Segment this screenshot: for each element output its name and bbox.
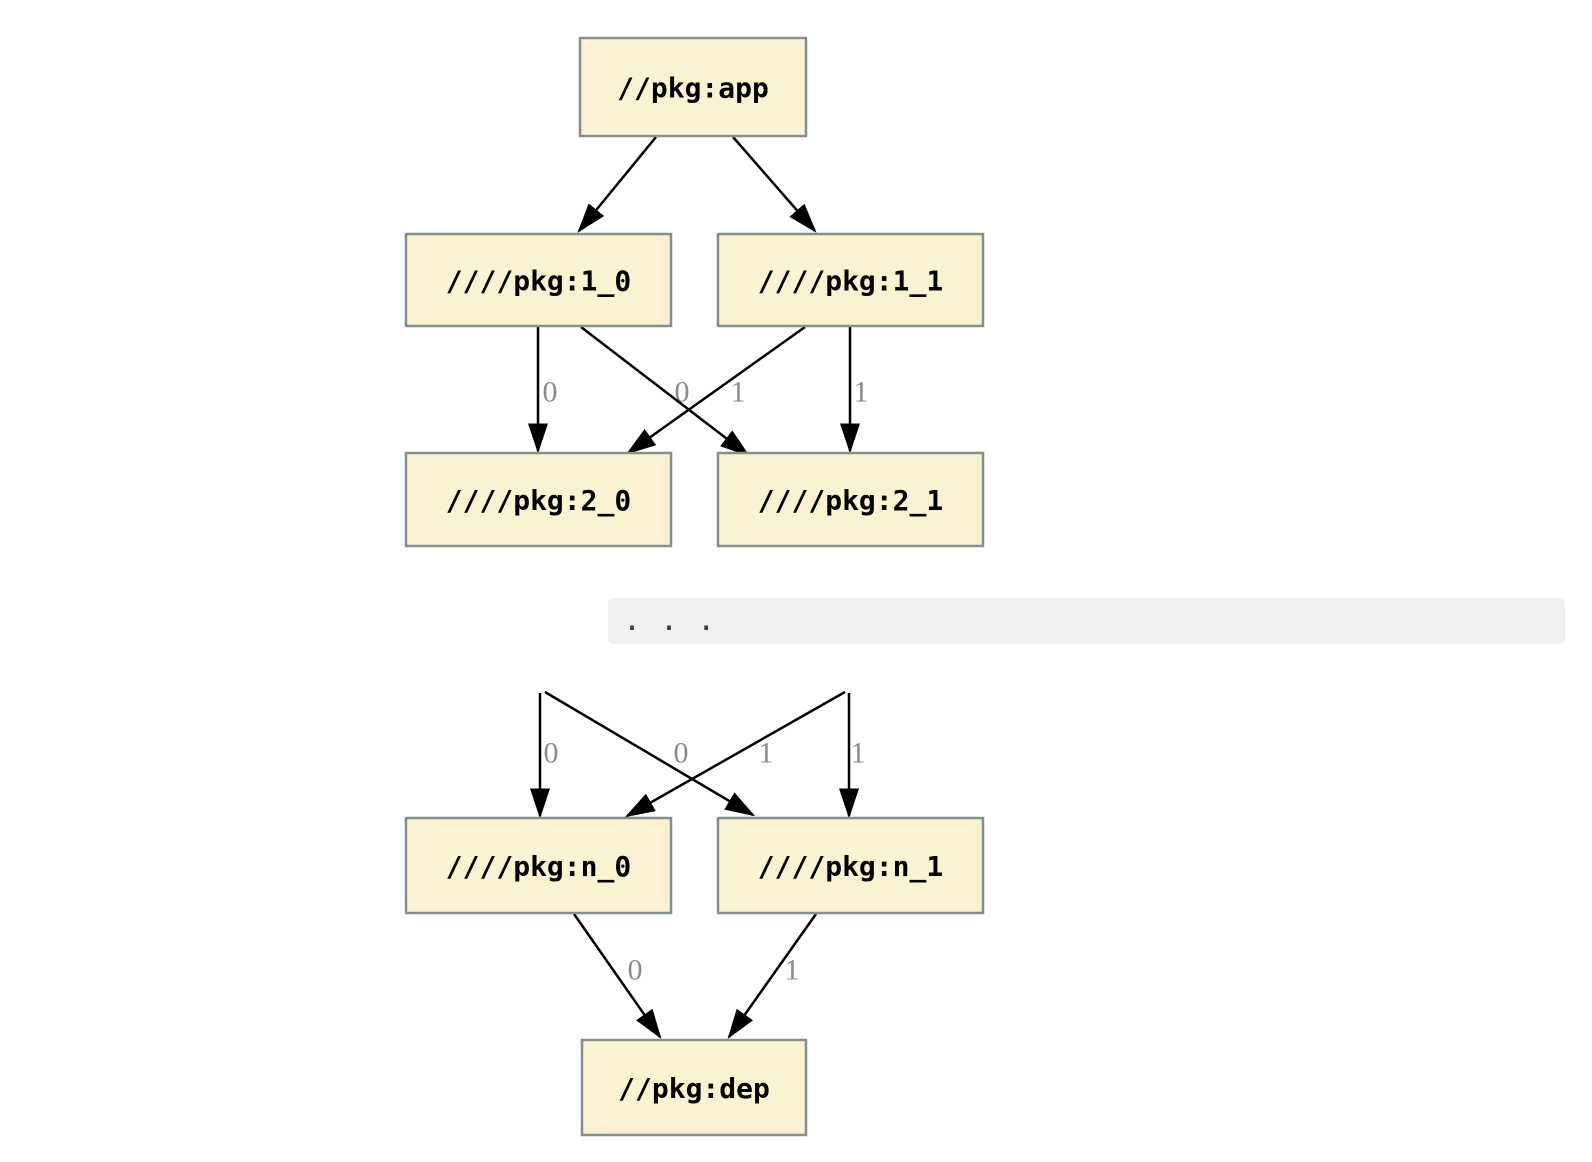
edge-ellipsis-to-pkgn_1 xyxy=(544,690,756,817)
graph-node-pkg2_0: ////pkg:2_0 xyxy=(404,451,673,548)
node-label-pkg1_0: ////pkg:1_0 xyxy=(446,265,631,298)
edge-label: 1 xyxy=(759,737,774,770)
node-label-pkg2_1: ////pkg:2_1 xyxy=(758,484,943,517)
node-label-dep: //pkg:dep xyxy=(618,1072,770,1105)
edge-app-to-pkg1_1 xyxy=(732,136,817,233)
node-label-pkg1_1: ////pkg:1_1 xyxy=(758,265,943,298)
node-box-app xyxy=(578,36,808,138)
edge-label: 0 xyxy=(674,737,689,770)
nodes-layer: //pkg:app ////pkg:1_0 ////pkg:1_1 ////pkg:2… xyxy=(404,36,985,1137)
graph-node-pkg1_1: ////pkg:1_1 xyxy=(716,232,985,328)
graph-node-app: //pkg:app xyxy=(578,36,808,138)
edge-label: 0 xyxy=(543,376,558,409)
edge-label: 1 xyxy=(785,954,800,987)
node-label-app: //pkg:app xyxy=(617,72,769,105)
node-box-pkgn_1 xyxy=(716,816,985,915)
edge-label: 1 xyxy=(851,737,866,770)
edge-pkg1_0-to-pkg2_1 xyxy=(580,326,750,457)
edge-label: 0 xyxy=(628,954,643,987)
node-box-pkgn_0 xyxy=(404,816,673,915)
graph-node-pkg2_1: ////pkg:2_1 xyxy=(716,451,985,548)
edge-ellipsis-to-pkgn_0 xyxy=(624,690,846,818)
edge-label: 1 xyxy=(854,376,869,409)
node-box-pkg1_1 xyxy=(716,232,985,328)
node-box-pkg1_0 xyxy=(404,232,673,328)
node-label-pkg2_0: ////pkg:2_0 xyxy=(446,484,631,517)
edge-pkg1_1-to-pkg2_0 xyxy=(625,325,806,455)
ellipsis-text: ... xyxy=(623,603,735,638)
node-box-dep xyxy=(580,1038,808,1137)
node-box-pkg2_0 xyxy=(404,451,673,548)
node-box-pkg2_1 xyxy=(716,451,985,548)
edge-app-to-pkg1_0 xyxy=(577,136,657,233)
graph-node-pkgn_1: ////pkg:n_1 xyxy=(716,816,985,915)
graph-node-pkgn_0: ////pkg:n_0 xyxy=(404,816,673,915)
graph-node-pkg1_0: ////pkg:1_0 xyxy=(404,232,673,328)
graph-node-dep: //pkg:dep xyxy=(580,1038,808,1137)
edge-pkgn_1-to-dep xyxy=(727,913,818,1040)
node-label-pkgn_0: ////pkg:n_0 xyxy=(446,850,631,883)
ellipsis-separator: ... xyxy=(608,598,1565,644)
node-label-pkgn_1: ////pkg:n_1 xyxy=(758,850,943,883)
edge-pkgn_0-to-dep xyxy=(572,913,662,1040)
edge-label: 1 xyxy=(731,376,746,409)
edge-label: 0 xyxy=(544,737,559,770)
